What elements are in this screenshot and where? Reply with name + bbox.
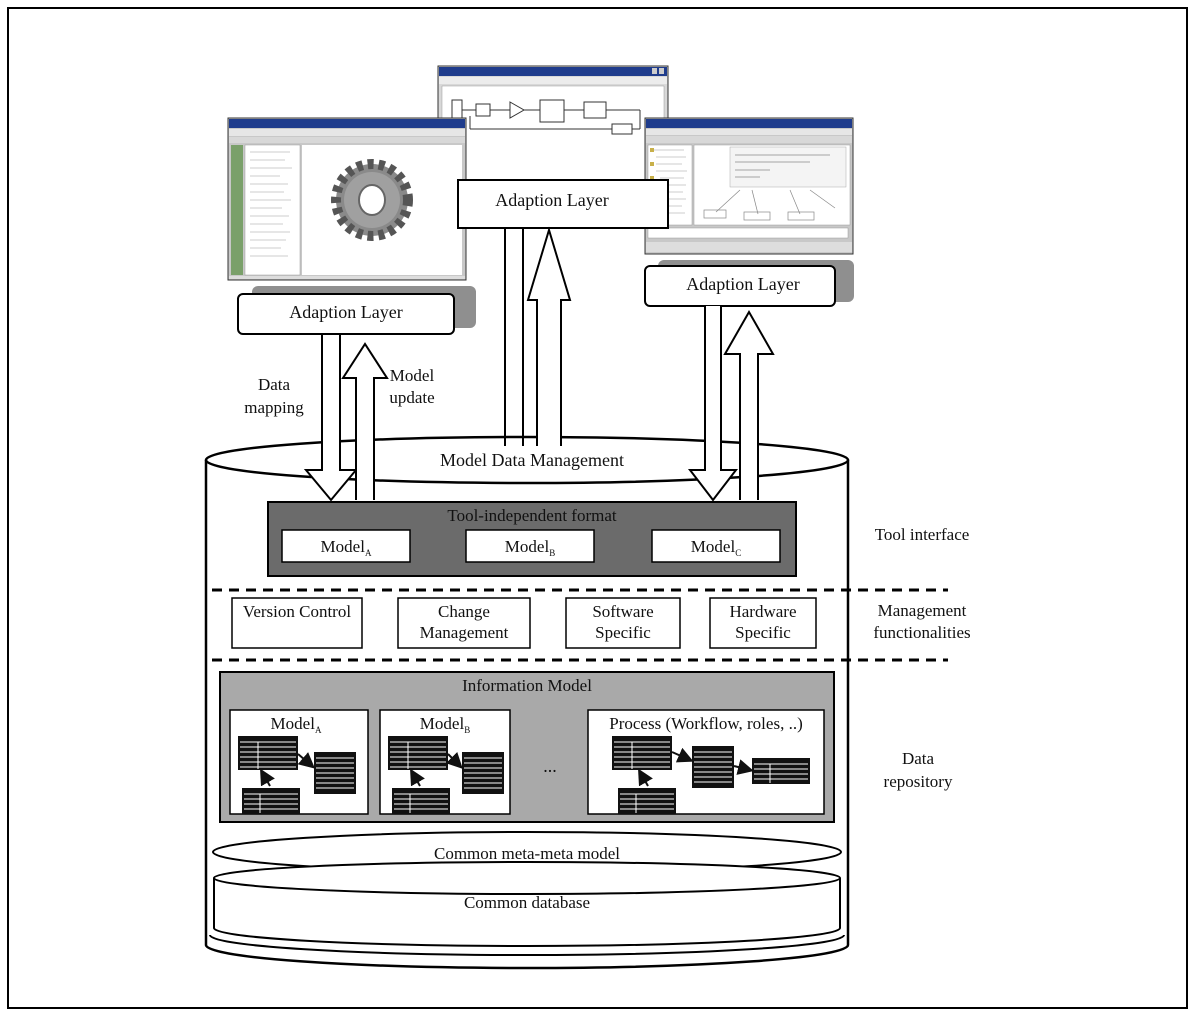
model-b-subscript: B [549,548,555,558]
change-management-label-line2: Management [420,623,509,642]
data-mapping-label-line1: Data [258,375,291,394]
figure-frame [7,7,1188,1009]
change-management-box: Change Management [397,597,531,649]
common-meta-meta-model-disk: Common meta-meta model [212,831,842,873]
table-icon [461,751,505,795]
model-update-label-line1: Model [390,366,435,385]
adaption-layer-left: Adaption Layer [237,286,476,335]
adaption-layer-top: Adaption Layer [457,179,669,229]
info-model-b-box: ModelB [379,709,511,815]
info-model-a-subscript: A [315,725,322,735]
adaption-layer-left-label: Adaption Layer [289,302,402,322]
table-icon [617,787,677,815]
svg-text:ModelB: ModelB [505,537,555,558]
model-b-box: ModelB [465,529,595,563]
tool-window-tree [644,117,854,255]
model-data-management-label: Model Data Management [440,450,624,470]
change-management-label-line1: Change [438,602,490,621]
arrow-model-update-left [341,342,389,500]
model-a-subscript: A [365,548,372,558]
information-model-panel: Information Model ModelA ModelB ... Proc… [219,671,835,823]
info-model-b-label: Model [420,714,465,733]
adaption-layer-top-label: Adaption Layer [495,190,608,210]
model-a-box: ModelA [281,529,411,563]
adaption-layer-right: Adaption Layer [644,260,854,307]
model-c-label: Model [691,537,736,556]
data-repository-label-line1: Data [902,749,935,768]
info-model-b-subscript: B [464,725,470,735]
tool-interface-side-label: Tool interface [875,525,970,544]
tool-window-cad [227,117,467,281]
version-control-label: Version Control [243,602,351,621]
table-icon [691,745,735,789]
gear-icon [331,159,413,241]
software-specific-label-line2: Specific [595,623,651,642]
table-icon [751,757,811,785]
svg-text:ModelB: ModelB [420,714,470,735]
arrow-data-mapping-left [303,335,359,502]
svg-text:ModelA: ModelA [321,537,372,558]
management-functionalities-label-line2: functionalities [873,623,970,642]
svg-text:ModelC: ModelC [691,537,741,558]
more-models-ellipsis: ... [543,756,557,776]
info-model-a-box: ModelA [229,709,369,815]
table-icon [313,751,357,795]
arrow-down-right [687,306,739,502]
table-icon [391,787,451,815]
data-repository-label-line2: repository [884,772,953,791]
hardware-specific-box: Hardware Specific [709,597,817,649]
model-a-label: Model [321,537,366,556]
management-functionalities-label-line1: Management [878,601,967,620]
common-database-cylinder: Common database [213,861,841,947]
svg-text:ModelA: ModelA [271,714,322,735]
model-c-box: ModelC [651,529,781,563]
process-box: Process (Workflow, roles, ..) [587,709,825,815]
arrow-down-top [504,228,524,446]
model-b-label: Model [505,537,550,556]
table-icon [611,735,673,771]
data-mapping-label-line2: mapping [244,398,304,417]
tool-independent-format-panel: Tool-independent format ModelA ModelB Mo… [267,501,797,577]
common-meta-meta-model-label: Common meta-meta model [434,844,620,863]
tool-window-block-diagram [437,65,669,185]
model-c-subscript: C [735,548,741,558]
version-control-box: Version Control [231,597,363,649]
software-specific-box: Software Specific [565,597,681,649]
common-database-label: Common database [464,893,590,912]
hardware-specific-label-line2: Specific [735,623,791,642]
hardware-specific-label-line1: Hardware [729,602,796,621]
software-specific-label-line1: Software [592,602,653,621]
model-update-label-line2: update [389,388,434,407]
arrow-up-right [723,309,775,500]
tool-independent-format-label: Tool-independent format [447,506,617,525]
info-model-a-label: Model [271,714,316,733]
process-label: Process (Workflow, roles, ..) [609,714,802,733]
block-diagram-icon [451,99,641,135]
table-icon [237,735,299,771]
information-model-label: Information Model [462,676,592,695]
table-icon [241,787,301,815]
arrow-up-top [526,226,572,446]
table-icon [387,735,449,771]
adaption-layer-right-label: Adaption Layer [686,274,799,294]
